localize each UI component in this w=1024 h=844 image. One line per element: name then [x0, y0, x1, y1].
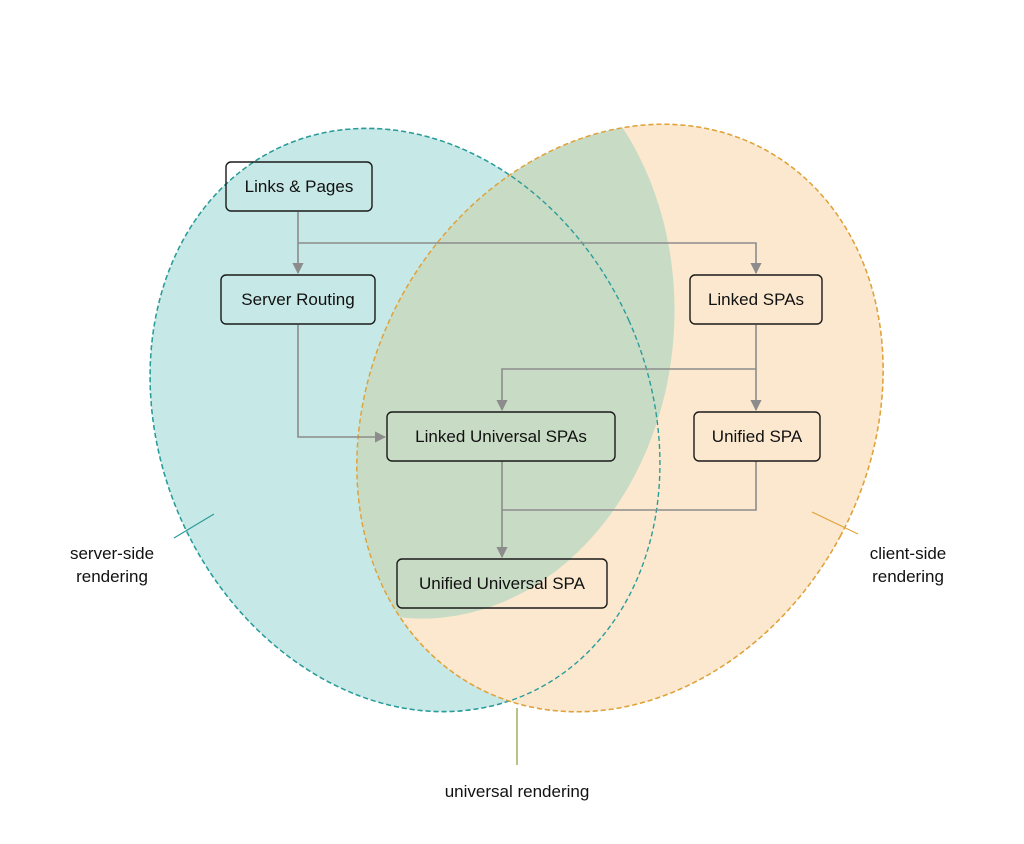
universal-rendering-label: universal rendering: [445, 782, 590, 801]
universal-rendering-overlap: [356, 124, 695, 636]
edges: [292, 212, 762, 559]
node-server-routing: Server Routing: [220, 274, 376, 325]
node-unified-spa: Unified SPA: [693, 411, 821, 462]
node-links-pages-label: Links & Pages: [245, 177, 354, 196]
node-linked-universal-spas-label: Linked Universal SPAs: [415, 427, 587, 446]
node-server-routing-label: Server Routing: [241, 290, 354, 309]
client-side-label-line1: client-side: [870, 544, 947, 563]
server-side-label-line2: rendering: [76, 567, 148, 586]
edge-unified-spa-to-unified-universal: [502, 461, 757, 511]
node-unified-spa-label: Unified SPA: [712, 427, 803, 446]
client-label-leader: [811, 511, 859, 535]
server-label-leader: [173, 513, 215, 539]
node-linked-spas-label: Linked SPAs: [708, 290, 804, 309]
server-side-label-line1: server-side: [70, 544, 154, 563]
client-region-outline: [356, 123, 884, 713]
client-side-label-line2: rendering: [872, 567, 944, 586]
edge-links-to-linked-spas: [298, 242, 762, 275]
edge-server-routing-to-linked-universal: [297, 325, 387, 443]
node-links-pages: Links & Pages: [225, 161, 373, 212]
edge-linked-spas-to-linked-universal: [496, 368, 756, 412]
node-unified-universal-spa-label: Unified Universal SPA: [419, 574, 586, 593]
node-unified-universal-spa: Unified Universal SPA: [396, 558, 608, 609]
node-linked-spas: Linked SPAs: [689, 274, 823, 325]
node-linked-universal-spas: Linked Universal SPAs: [386, 411, 616, 462]
server-region-outline: [149, 127, 661, 713]
